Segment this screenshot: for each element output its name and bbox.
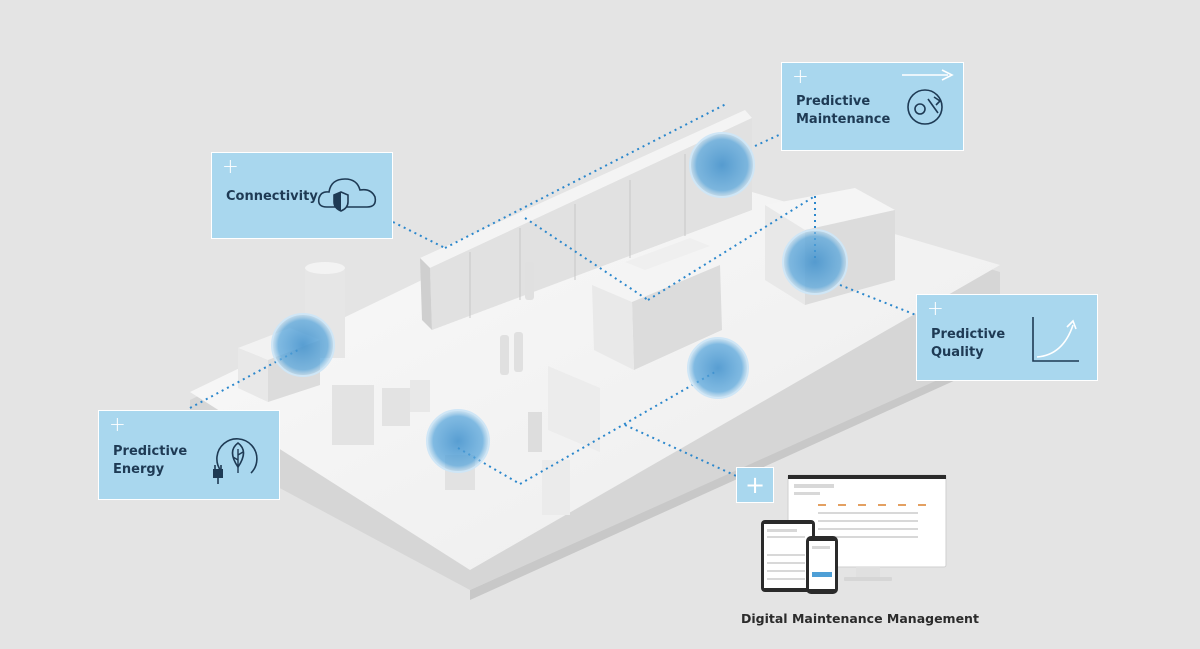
highlight-workstation [426,409,490,473]
predictive-quality-card[interactable]: + Predictive Quality [916,294,1098,381]
predictive-quality-label: Predictive Quality [931,327,1006,360]
devices-icon [761,474,947,594]
leaf-plug-icon [213,438,258,484]
gear-wrench-arrow-icon [902,69,954,125]
connectivity-label: Connectivity [226,189,318,204]
digital-maintenance-plus-button[interactable]: + [736,467,774,503]
predictive-maintenance-label: Predictive Maintenance [796,94,891,127]
curve-graph-icon [1032,317,1079,362]
predictive-energy-card[interactable]: + Predictive Energy [98,410,280,500]
predictive-energy-label: Predictive Energy [113,444,188,477]
highlight-energy [271,313,335,377]
plus-icon[interactable]: + [109,412,126,436]
plus-icon[interactable]: + [927,296,944,320]
predictive-maintenance-card[interactable]: + Predictive Maintenance [781,62,964,151]
highlight-quality [687,337,749,399]
highlight-circles [271,132,848,473]
highlight-maintenance [689,132,755,198]
workers [500,262,534,375]
long-machine-line [420,110,752,330]
highlight-right-machine [782,229,848,295]
digital-maintenance-label: Digital Maintenance Management [741,611,979,626]
center-machine [592,238,722,370]
plus-icon[interactable]: + [222,154,239,178]
cloud-shield-icon [317,178,377,212]
connectivity-card[interactable]: + Connectivity [211,152,393,239]
plus-icon[interactable]: + [792,64,809,88]
